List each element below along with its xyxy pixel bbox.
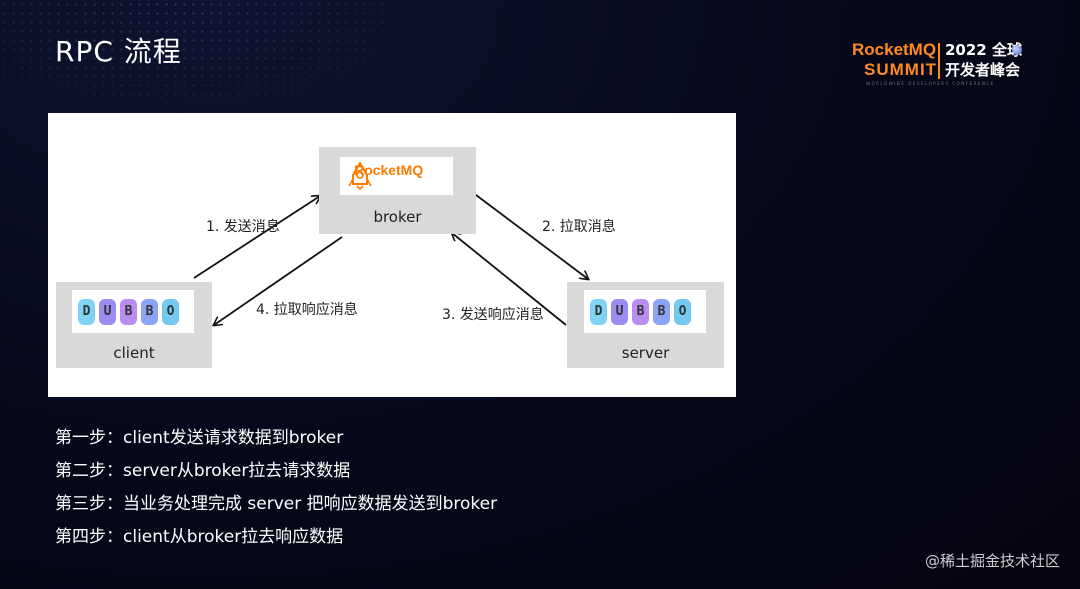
step-list: 第一步：client发送请求数据到broker 第二步：server从broke…: [55, 422, 497, 554]
dubbo-letter: D: [590, 299, 607, 325]
step-item: 第二步：server从broker拉去请求数据: [55, 461, 351, 481]
edge-label-4: 4. 拉取响应消息: [256, 302, 358, 318]
dubbo-letter: U: [611, 299, 628, 325]
edge-label-2: 2. 拉取消息: [542, 219, 616, 235]
diagram-arrows: [193, 194, 736, 397]
globe-icon: [1012, 45, 1022, 55]
event-logo: RocketMQ SUMMIT 2022 全球 开发者峰会 WORLDWIDE …: [852, 40, 1042, 88]
step-item: 第四步：client从broker拉去响应数据: [55, 527, 344, 547]
rocketmq-logo: RocketMQ: [348, 162, 424, 190]
rocketmq-logo-text: RocketMQ: [354, 162, 424, 178]
client-label: client: [113, 344, 155, 362]
event-logo-divider: [938, 43, 940, 79]
broker-label: broker: [373, 208, 422, 226]
step-item: 第一步：client发送请求数据到broker: [55, 428, 344, 448]
client-node: D U B B O client: [56, 282, 212, 368]
arrow-broker-to-server: [475, 194, 588, 279]
dubbo-logo-icon: D U B B O: [78, 299, 179, 325]
dubbo-letter: D: [78, 299, 95, 325]
watermark: @稀土掘金技术社区: [924, 552, 1060, 570]
step-item: 第三步：当业务处理完成 server 把响应数据发送到broker: [55, 494, 498, 514]
event-logo-line1: RocketMQ: [852, 40, 937, 59]
event-logo-line2: SUMMIT: [864, 60, 938, 79]
dubbo-letter: U: [99, 299, 116, 325]
server-node: D U B B O server: [567, 282, 724, 368]
dubbo-letter: B: [120, 299, 137, 325]
dubbo-letter: O: [674, 299, 691, 325]
arrow-broker-to-client: [214, 236, 343, 325]
dubbo-letter: B: [653, 299, 670, 325]
rocketmq-logo-icon: [348, 162, 372, 190]
dubbo-logo-icon: D U B B O: [590, 299, 691, 325]
event-logo-year: 2022 全球: [945, 41, 1022, 59]
broker-node: RocketMQ broker: [319, 147, 476, 234]
broker-logo-area: RocketMQ: [340, 157, 453, 195]
client-logo-area: D U B B O: [72, 290, 194, 333]
server-logo-area: D U B B O: [584, 290, 706, 333]
arrow-server-to-broker: [452, 233, 567, 326]
slide-title: RPC 流程: [55, 35, 182, 68]
arrow-client-to-broker: [193, 196, 320, 279]
dubbo-letter: B: [141, 299, 158, 325]
event-logo-name: 开发者峰会: [945, 61, 1021, 79]
server-label: server: [621, 344, 670, 362]
edge-label-3: 3. 发送响应消息: [442, 307, 544, 323]
dubbo-letter: B: [632, 299, 649, 325]
dubbo-letter: O: [162, 299, 179, 325]
edge-label-1: 1. 发送消息: [206, 219, 280, 235]
rpc-diagram: RocketMQ broker D U B B O client D U B B…: [48, 113, 736, 397]
event-logo-subtitle: WORLDWIDE DEVELOPERS CONFERENCE: [866, 81, 995, 86]
